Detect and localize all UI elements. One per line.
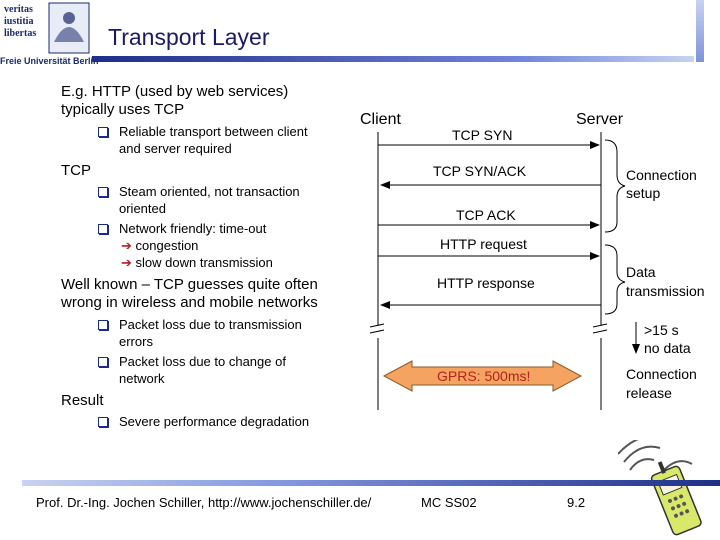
bullet-icon (98, 357, 108, 367)
statement-text: wrong in wireless and mobile networks (61, 294, 318, 311)
page-title: Transport Layer (108, 24, 270, 50)
setup-label: Connection (626, 167, 697, 183)
intro-text: E.g. HTTP (used by web services) (61, 83, 289, 100)
bullet-text: errors (119, 334, 153, 349)
bullet-text: Reliable transport between client (119, 124, 308, 139)
arrow-item: ➔ congestion (121, 237, 198, 254)
arrow-item: ➔ slow down transmission (121, 254, 273, 271)
title-divider (92, 56, 694, 62)
timeout-label: no data (644, 340, 691, 356)
msg-response: HTTP response (437, 275, 535, 291)
bullet-text: network (119, 371, 165, 386)
logo-name: Freie Universität Berlin (0, 56, 99, 66)
bullet-icon (98, 187, 108, 197)
logo-line: veritas (4, 4, 33, 15)
arrow-right-icon: ➔ (121, 255, 132, 270)
data-brace (604, 244, 626, 315)
section-heading: TCP (61, 162, 91, 179)
bullet-text: Packet loss due to change of (119, 354, 286, 369)
bullet-text: Network friendly: time-out (119, 221, 267, 236)
bullet-icon (98, 417, 108, 427)
msg-request: HTTP request (440, 236, 527, 252)
server-label: Server (576, 111, 624, 128)
seal-icon (48, 2, 90, 54)
mobile-phone-icon (618, 440, 702, 536)
bullet-icon (98, 127, 108, 137)
break-mark (592, 323, 608, 334)
data-label: transmission (626, 283, 705, 299)
page-number: 9.2 (567, 495, 586, 510)
gprs-label: GPRS: 500ms! (437, 368, 531, 384)
release-label: release (626, 385, 672, 401)
gprs-arrow (382, 360, 583, 392)
footer-divider (22, 480, 720, 486)
decor-bar (696, 0, 704, 62)
bullet-text: oriented (119, 201, 166, 216)
bullet-icon (98, 224, 108, 234)
arrow-text: slow down transmission (135, 255, 273, 270)
data-label: Data (626, 264, 656, 280)
bullet-text: and server required (119, 141, 232, 156)
msg-syn: TCP SYN (452, 127, 513, 143)
timeout-label: >15 s (644, 322, 679, 338)
footer-course: MC SS02 (421, 495, 477, 510)
statement-text: Well known – TCP guesses quite often (61, 276, 318, 293)
bullet-text: Severe performance degradation (119, 414, 310, 429)
logo-line: iustitia (4, 16, 34, 27)
logo-motto: veritas iustitia libertas (4, 4, 36, 40)
university-logo: veritas iustitia libertas Freie Universi… (0, 0, 99, 66)
logo-line: libertas (4, 28, 37, 39)
arrow-text: congestion (135, 238, 199, 253)
bullet-icon (98, 320, 108, 330)
footer-author: Prof. Dr.-Ing. Jochen Schiller, http://w… (36, 495, 372, 510)
bullet-text: Packet loss due to transmission (119, 317, 302, 332)
setup-label: setup (626, 185, 661, 201)
setup-brace (604, 139, 626, 233)
msg-ack: TCP ACK (456, 207, 516, 223)
client-label: Client (360, 111, 401, 128)
release-label: Connection (626, 366, 697, 382)
intro-text: typically uses TCP (61, 101, 185, 118)
msg-synack: TCP SYN/ACK (433, 163, 527, 179)
bullet-text: Steam oriented, not transaction (119, 184, 300, 199)
break-mark (369, 323, 385, 334)
section-heading: Result (61, 392, 104, 409)
arrow-right-icon: ➔ (121, 238, 132, 253)
